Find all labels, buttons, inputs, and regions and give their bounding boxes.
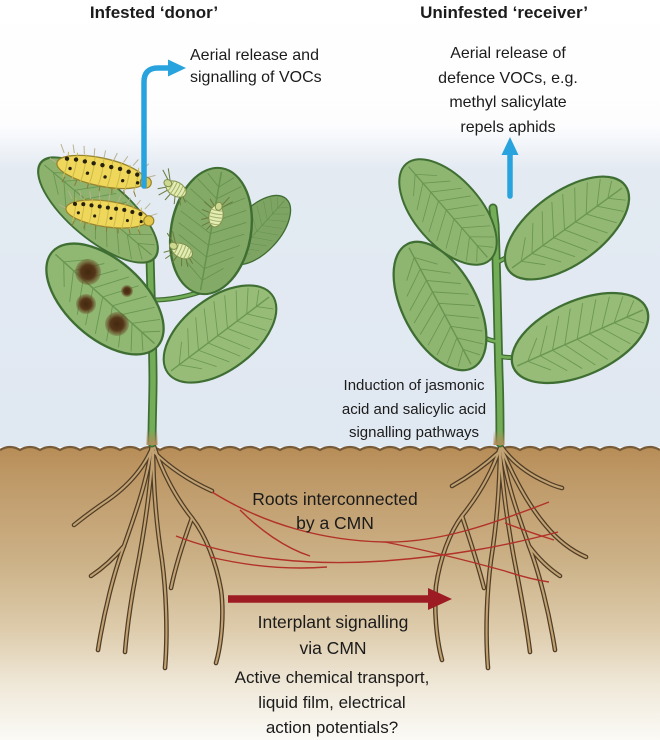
label-line: Roots interconnected xyxy=(252,489,418,509)
label-roots-interconnected: Roots interconnected by a CMN xyxy=(215,487,455,535)
label-line: signalling of VOCs xyxy=(190,69,322,86)
label-line: Interplant signalling xyxy=(257,612,409,632)
label-line: by a CMN xyxy=(296,513,374,533)
aerial-voc-arrow-left xyxy=(141,59,186,189)
donor-leaves xyxy=(21,138,304,404)
label-line: via CMN xyxy=(299,638,367,658)
label-induction-pathways: Induction of jasmonic acid and salicylic… xyxy=(306,374,522,445)
right-arrowhead-icon xyxy=(428,588,452,610)
up-arrowhead-icon xyxy=(501,137,519,155)
label-line: liquid film, electrical xyxy=(258,693,406,712)
title-uninfested-receiver: Uninfested ‘receiver’ xyxy=(420,3,588,22)
right-arrowhead-icon xyxy=(168,59,186,77)
label-line: acid and salicylic acid xyxy=(341,400,487,418)
donor-roots xyxy=(71,441,225,671)
label-line: defence VOCs, e.g. xyxy=(438,69,578,87)
label-line: Aerial release and xyxy=(190,47,319,64)
soil-surface-line xyxy=(0,445,660,452)
label-line: Induction of jasmonic xyxy=(343,377,485,394)
label-aerial-release-left: Aerial release and signalling of VOCs xyxy=(190,45,365,89)
title-infested-donor: Infested ‘donor’ xyxy=(89,3,219,22)
label-aerial-release-right: Aerial release of defence VOCs, e.g. met… xyxy=(408,42,608,140)
cmn-signalling-arrow xyxy=(228,588,452,610)
receiver-roots xyxy=(432,441,589,671)
aerial-voc-arrow-right xyxy=(501,137,519,199)
cmn-hyphae-network xyxy=(175,491,559,583)
label-transport-mechanisms: Active chemical transport, liquid film, … xyxy=(182,665,482,740)
label-interplant-signalling: Interplant signalling via CMN xyxy=(213,609,453,661)
label-line: action potentials? xyxy=(265,718,399,737)
label-line: signalling pathways xyxy=(348,424,480,441)
label-line: methyl salicylate xyxy=(449,94,567,111)
leaf-damage-spots xyxy=(75,259,133,336)
label-line: repels aphids xyxy=(460,118,556,136)
label-line: Aerial release of xyxy=(450,45,566,62)
label-line: Active chemical transport, xyxy=(234,668,430,687)
